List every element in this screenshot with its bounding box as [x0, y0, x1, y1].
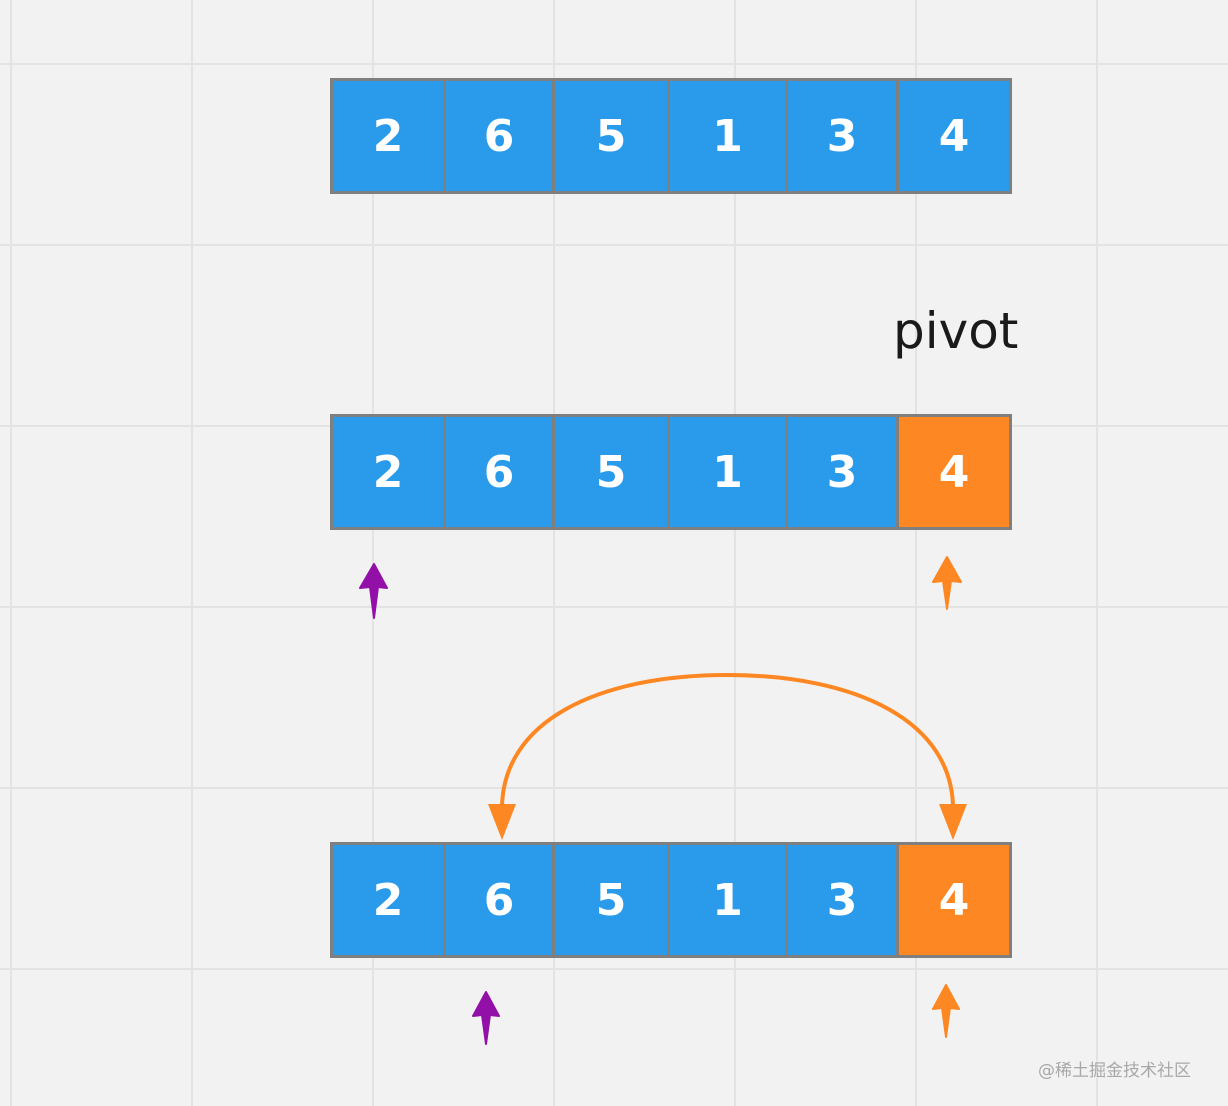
array-cell: 2: [330, 842, 446, 958]
array-cell: 3: [785, 842, 899, 958]
array-cell: 6: [443, 414, 555, 530]
array-cell: 2: [330, 78, 446, 194]
array-cell: 1: [667, 78, 788, 194]
array-cell-pivot: 4: [896, 414, 1012, 530]
array-cell: 5: [552, 842, 670, 958]
array-cell: 3: [785, 78, 899, 194]
array-cell: 6: [443, 78, 555, 194]
array-cell: 5: [552, 414, 670, 530]
array-cell-pivot: 4: [896, 842, 1012, 958]
array-pivot-selected: 2 6 5 1 3 4: [330, 414, 1012, 530]
array-swap-step: 2 6 5 1 3 4: [330, 842, 1012, 958]
pointer-i-arrow-icon: [472, 991, 500, 1045]
pointer-i-arrow-icon: [359, 563, 388, 619]
swap-arc-arrow-icon: [488, 672, 967, 840]
watermark: @稀土掘金技术社区: [1038, 1061, 1191, 1081]
pointer-j-arrow-icon: [932, 984, 960, 1038]
array-cell: 4: [896, 78, 1012, 194]
array-initial: 2 6 5 1 3 4: [330, 78, 1012, 194]
array-cell: 6: [443, 842, 555, 958]
array-cell: 3: [785, 414, 899, 530]
array-cell: 1: [667, 842, 788, 958]
pivot-label: pivot: [893, 302, 1019, 360]
pointer-j-arrow-icon: [932, 556, 962, 610]
